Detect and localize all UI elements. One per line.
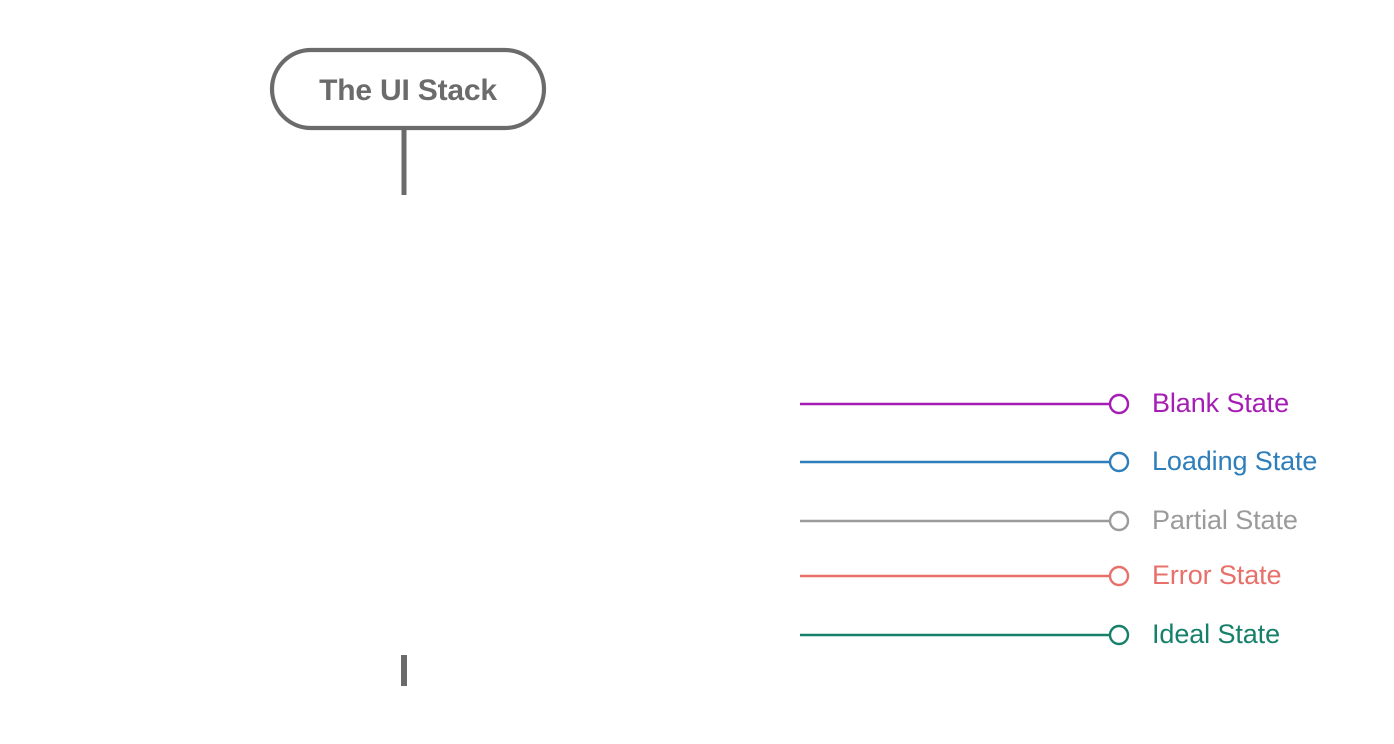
title-pill-label: The UI Stack (319, 74, 497, 107)
leader-dot-blank (1108, 393, 1130, 415)
layer-partial[interactable] (65, 489, 753, 525)
layer-blank[interactable] (59, 195, 760, 412)
leader-dot-partial (1108, 510, 1130, 532)
layer-blank-shape (59, 195, 760, 412)
layer-loading-shape (68, 431, 750, 467)
layer-error-shape (62, 546, 756, 582)
title-pill[interactable] (269, 47, 547, 131)
legend-label-loading: Loading State (1152, 446, 1317, 476)
layer-ideal-shape (59, 604, 759, 640)
legend-label-error: Error State (1152, 560, 1281, 590)
leader-dot-loading (1108, 451, 1130, 473)
legend-row-partial[interactable]: Partial State (800, 505, 1298, 535)
legend-label-partial: Partial State (1152, 505, 1298, 535)
layer-loading[interactable] (68, 431, 750, 467)
legend-row-blank[interactable]: Blank State (800, 388, 1289, 418)
layer-ideal[interactable] (59, 604, 759, 640)
bottom-stub (401, 655, 407, 686)
legend-row-loading[interactable]: Loading State (800, 446, 1317, 476)
legend-row-error[interactable]: Error State (800, 560, 1282, 590)
leader-dot-error (1108, 565, 1130, 587)
legend-label-ideal: Ideal State (1152, 619, 1280, 649)
legend-row-ideal[interactable]: Ideal State (800, 619, 1280, 649)
title-pill-group[interactable]: The UI Stack (269, 47, 547, 131)
layer-error[interactable] (62, 546, 756, 582)
legend-label-blank: Blank State (1152, 388, 1289, 418)
layer-partial-shape (65, 489, 753, 525)
leader-dot-ideal (1108, 624, 1130, 646)
